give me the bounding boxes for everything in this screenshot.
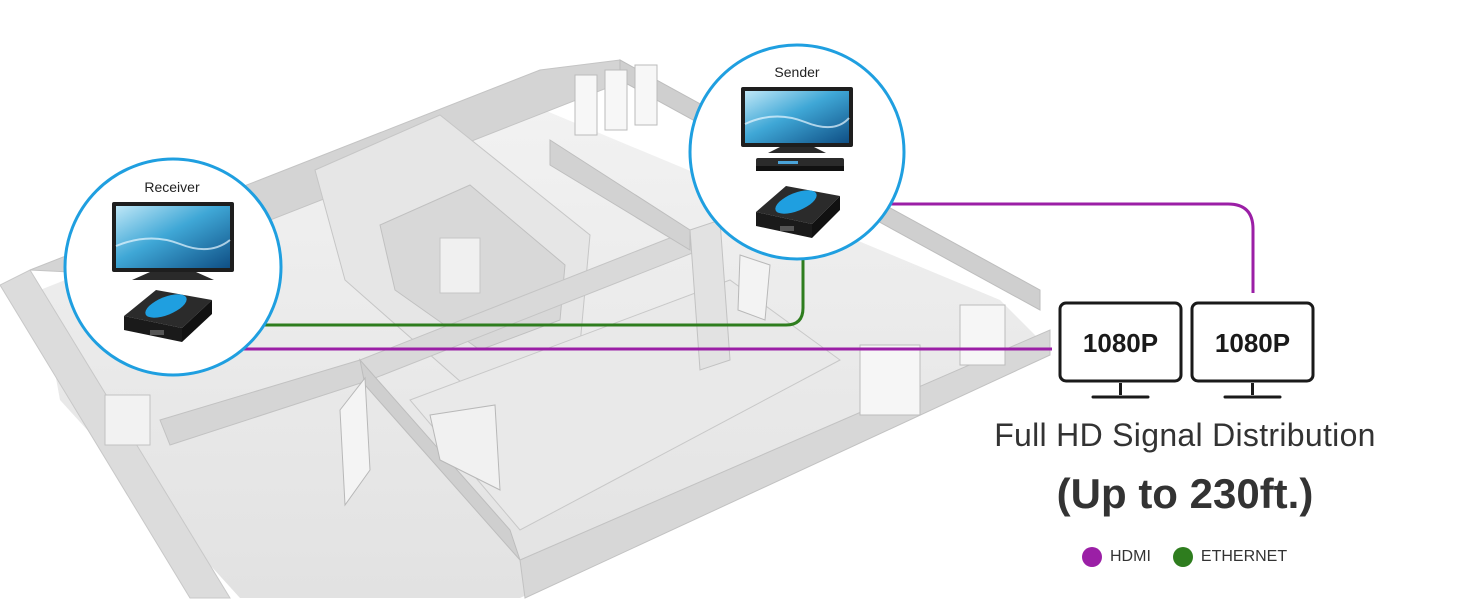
window-front-2: [859, 344, 921, 416]
sender-tv-stand: [768, 147, 826, 153]
window-back-3: [634, 64, 658, 126]
legend-item-ethernet: ETHERNET: [1172, 547, 1288, 567]
legend-label-ethernet: ETHERNET: [1200, 548, 1288, 565]
monitor-left-resolution: 1080P: [1083, 328, 1158, 358]
monitor-left-screen: [1058, 301, 1183, 383]
partition-wall-2: [409, 279, 841, 531]
door-3: [737, 254, 771, 321]
window-back-2: [604, 69, 628, 131]
receiver-device-icon: [124, 290, 212, 342]
door-2: [429, 404, 501, 491]
legend-item-hdmi: HDMI: [1082, 547, 1151, 567]
receiver-tv-wave: [115, 237, 231, 251]
receiver-label: Receiver: [144, 179, 200, 195]
sender-source-box: [756, 158, 844, 171]
receiver-bubble: Receiver: [63, 157, 283, 377]
receiver-tv-stand: [132, 272, 214, 280]
receiver-tv-screen: [116, 206, 230, 268]
ethernet-dot-icon: [1172, 547, 1193, 567]
hdmi-cable-sender: [840, 202, 1255, 293]
monitor-right-screen: [1190, 301, 1315, 383]
sender-device-icon: [756, 186, 840, 238]
sender-label: Sender: [774, 64, 819, 80]
window-front-3: [959, 304, 1006, 366]
partition-wall-5: [549, 139, 691, 251]
monitor-right: 1080P: [1190, 301, 1315, 399]
column: [689, 219, 731, 371]
monitor-right-resolution: 1080P: [1215, 328, 1290, 358]
box-left: [104, 394, 151, 446]
sender-tv: [741, 87, 853, 153]
sender-tv-screen: [745, 91, 849, 143]
bathroom-fixture: [439, 237, 481, 294]
legend: HDMI ETHERNET: [1082, 547, 1309, 567]
legend-label-hdmi: HDMI: [1110, 548, 1151, 565]
hdmi-dot-icon: [1082, 547, 1102, 567]
ethernet-cable: [222, 248, 805, 327]
caption-subtitle: (Up to 230ft.): [1056, 470, 1314, 517]
caption-title: Full HD Signal Distribution: [994, 417, 1376, 453]
window-back-1: [574, 74, 598, 136]
sender-bubble: Sender: [688, 43, 906, 261]
door-1: [339, 376, 371, 507]
receiver-tv: [112, 202, 234, 280]
sender-tv-wave: [744, 115, 850, 129]
monitor-left: 1080P: [1058, 301, 1183, 399]
